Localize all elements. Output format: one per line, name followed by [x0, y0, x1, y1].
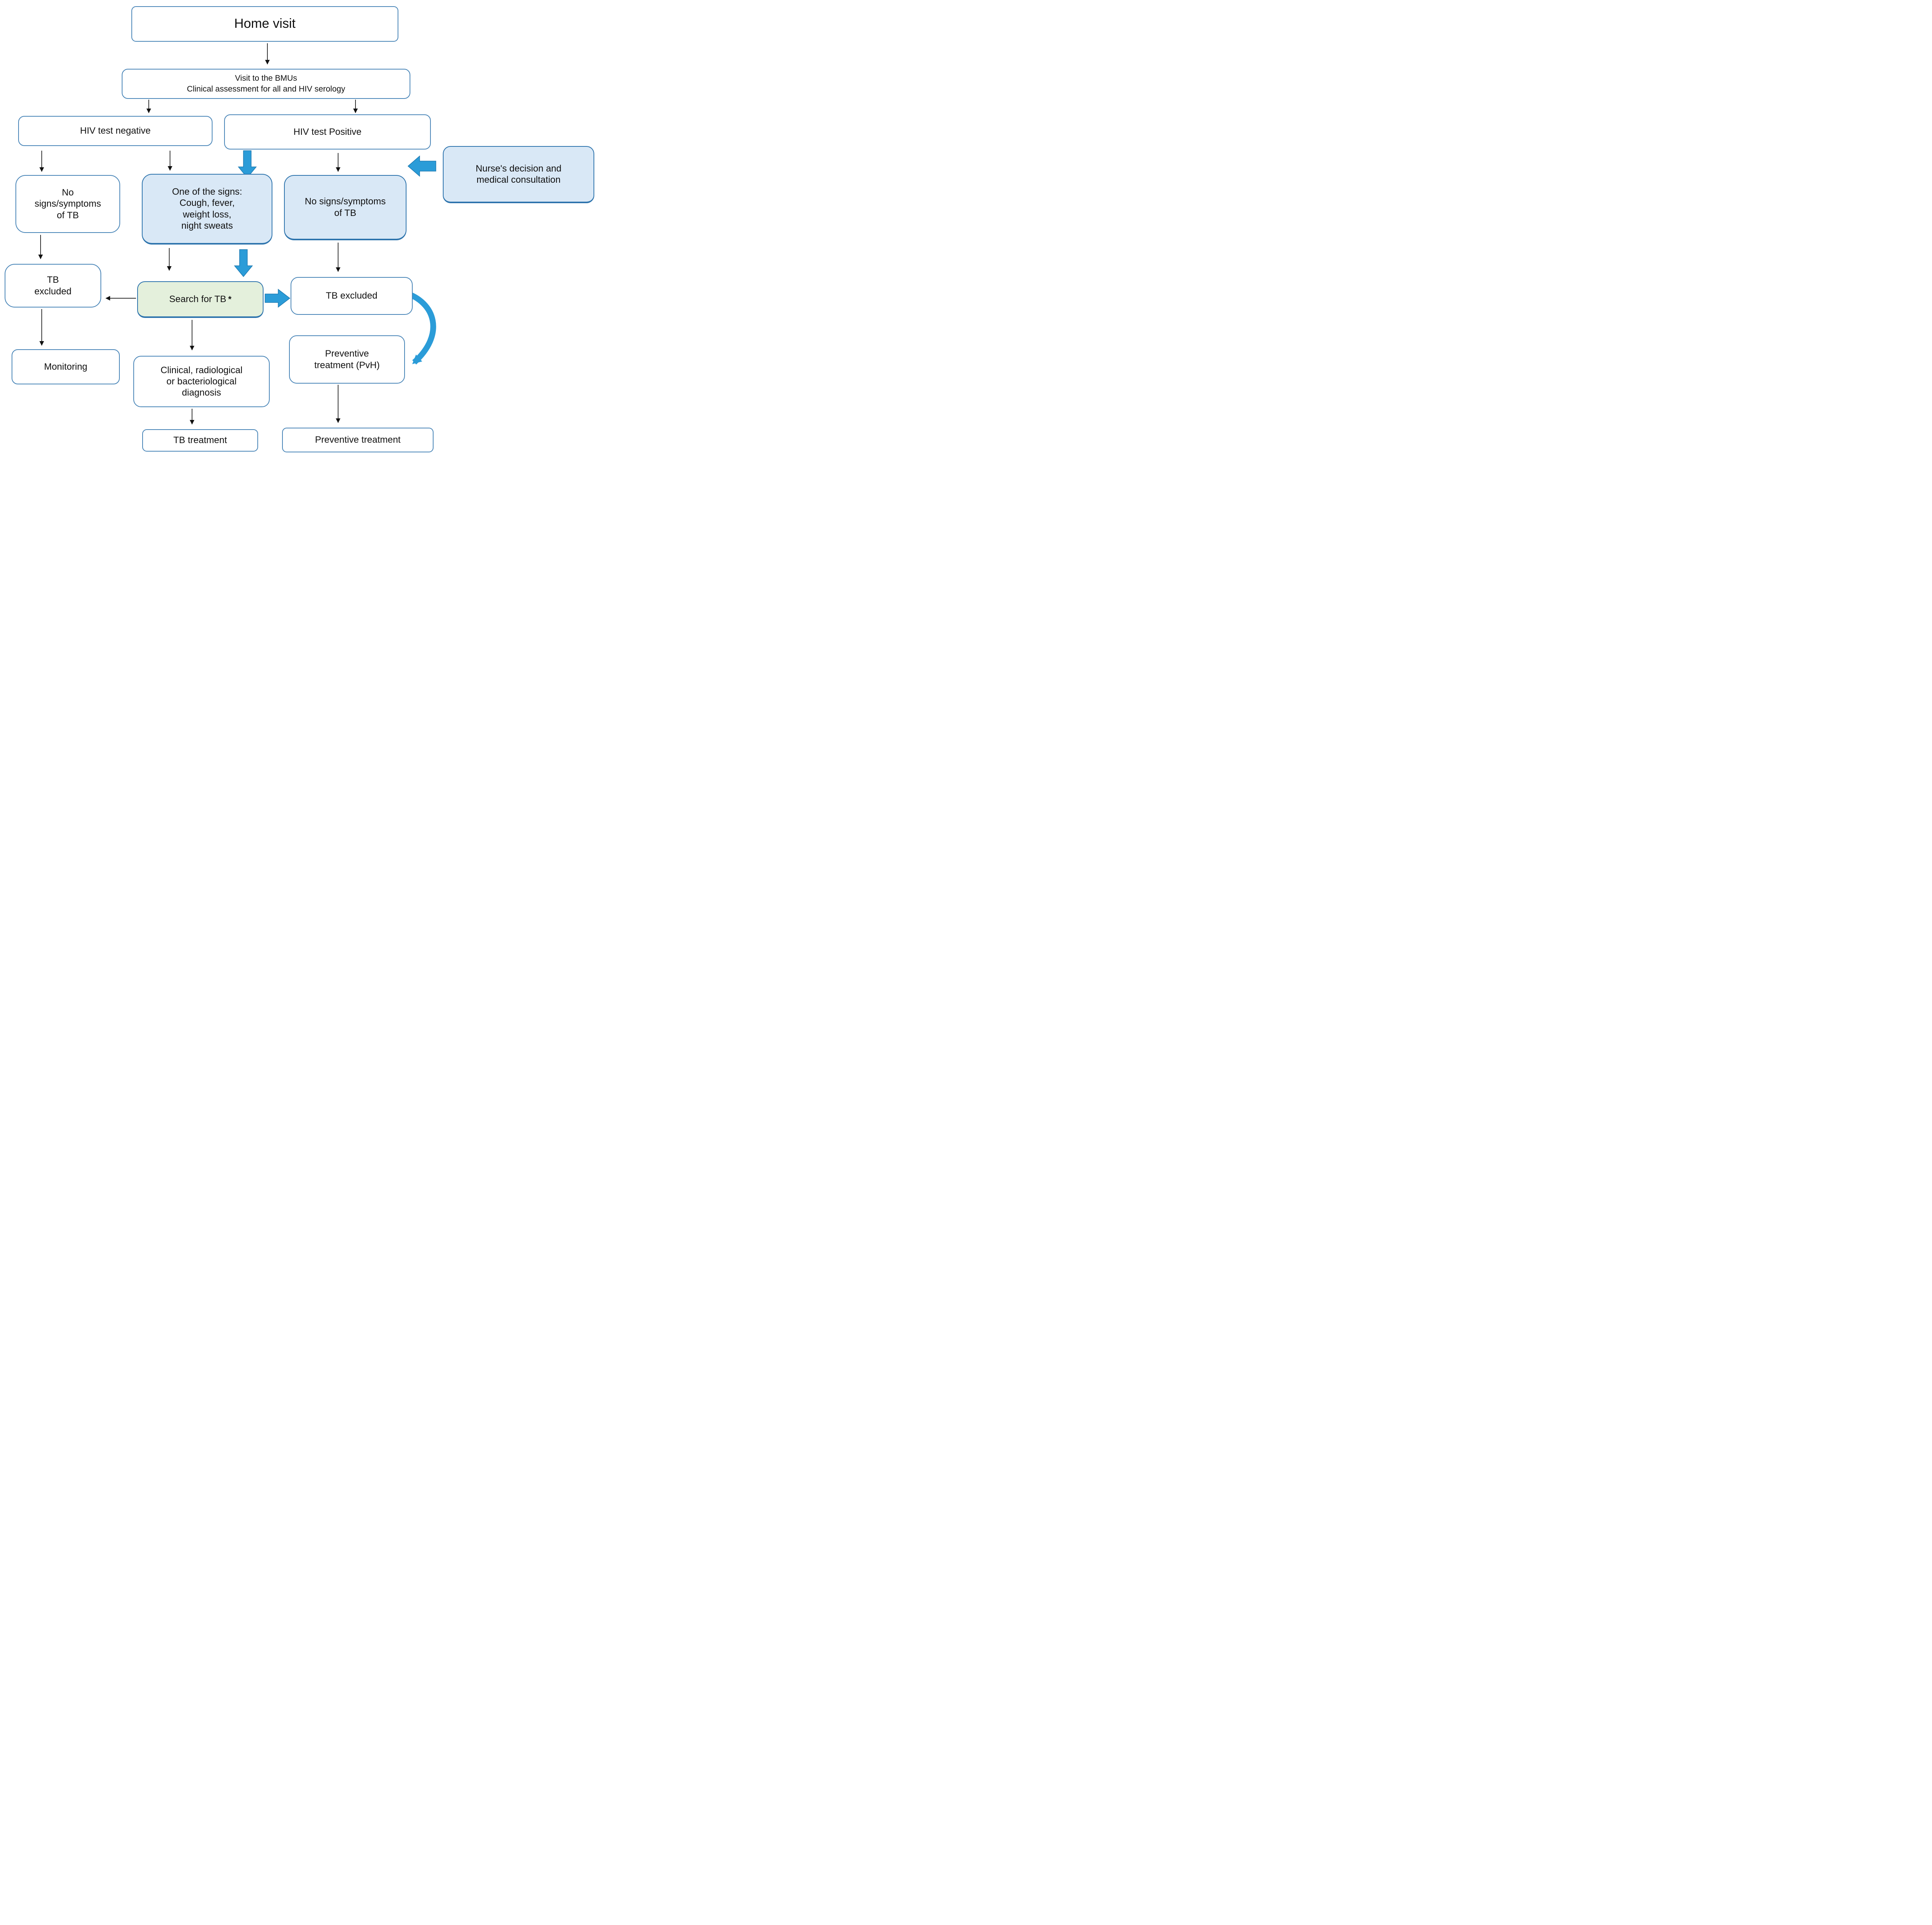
node-home-visit-label: Home visit — [234, 16, 296, 31]
block-arrow-nurse-left-icon — [407, 155, 436, 177]
node-tb-excluded-left: TB excluded — [5, 264, 101, 308]
node-tb-treatment-label: TB treatment — [173, 435, 227, 446]
node-nurse-decision-label: Nurse's decision and medical consultatio… — [475, 163, 562, 185]
block-arrow-search-to-tb-excluded-icon — [265, 289, 291, 308]
flowchart-canvas: Home visit Visit to the BMUs Clinical as… — [0, 0, 597, 453]
node-nurse-decision: Nurse's decision and medical consultatio… — [443, 146, 594, 203]
node-bmu-visit: Visit to the BMUs Clinical assessment fo… — [122, 69, 410, 99]
node-preventive-treatment-pvh: Preventive treatment (PvH) — [289, 335, 405, 384]
node-preventive-treatment: Preventive treatment — [282, 428, 434, 452]
node-hiv-test-negative-label: HIV test negative — [80, 126, 151, 136]
node-no-signs-hiv-negative-label: No signs/symptoms of TB — [34, 187, 101, 221]
block-arrow-signs-to-search-icon — [234, 249, 253, 277]
node-no-signs-hiv-positive: No signs/symptoms of TB — [284, 175, 406, 240]
node-clinical-diagnosis-label: Clinical, radiological or bacteriologica… — [160, 365, 243, 398]
node-search-for-tb-label: Search for TB — [169, 294, 226, 304]
node-hiv-test-negative: HIV test negative — [18, 116, 213, 146]
node-clinical-diagnosis: Clinical, radiological or bacteriologica… — [133, 356, 270, 407]
node-one-of-signs: One of the signs: Cough, fever, weight l… — [142, 174, 272, 245]
node-monitoring-label: Monitoring — [44, 361, 88, 372]
node-monitoring: Monitoring — [12, 349, 120, 384]
node-hiv-test-positive: HIV test Positive — [224, 114, 431, 150]
node-tb-excluded-left-label: TB excluded — [34, 275, 72, 297]
node-tb-excluded-right: TB excluded — [291, 277, 413, 315]
node-search-for-tb: Search for TB * — [137, 281, 264, 318]
node-no-signs-hiv-positive-label: No signs/symptoms of TB — [304, 196, 386, 218]
node-tb-excluded-right-label: TB excluded — [326, 291, 378, 301]
node-one-of-signs-label: One of the signs: Cough, fever, weight l… — [172, 186, 242, 231]
node-tb-treatment: TB treatment — [142, 429, 258, 452]
node-home-visit: Home visit — [131, 6, 398, 42]
node-bmu-visit-label: Visit to the BMUs Clinical assessment fo… — [187, 73, 345, 93]
node-preventive-treatment-label: Preventive treatment — [315, 435, 401, 445]
node-preventive-treatment-pvh-label: Preventive treatment (PvH) — [314, 348, 380, 370]
node-hiv-test-positive-label: HIV test Positive — [293, 126, 362, 137]
node-no-signs-hiv-negative: No signs/symptoms of TB — [15, 175, 120, 233]
